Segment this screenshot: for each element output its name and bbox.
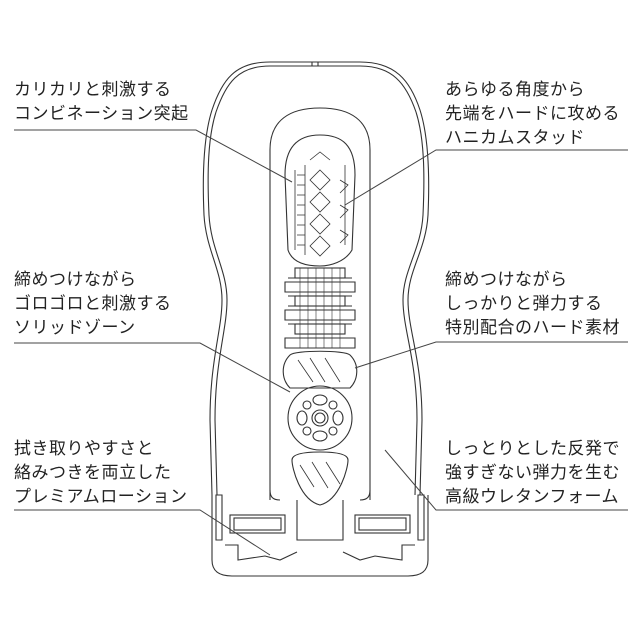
spiral-bulb-upper bbox=[282, 350, 358, 389]
label-line: しっかりと弾力する bbox=[445, 294, 603, 314]
label-line: 拭き取りやすさと bbox=[14, 439, 154, 459]
leader-mid-left bbox=[14, 342, 291, 393]
label-solid-zone: 締めつけながら ゴロゴロと刺激する ソリッドゾーン bbox=[14, 268, 172, 340]
honeycomb-stud-zone bbox=[284, 134, 356, 267]
label-urethane-foam: しっとりとした反発で 強すぎない弾力を生む 高級ウレタンフォーム bbox=[445, 437, 620, 509]
base-cap bbox=[211, 494, 429, 577]
label-line: カリカリと刺激する bbox=[14, 80, 172, 100]
leader-top-left bbox=[14, 129, 293, 183]
leader-bottom-left bbox=[14, 509, 271, 556]
urethane-foam-cavity bbox=[269, 107, 371, 541]
label-line: ハニカムスタッド bbox=[445, 128, 585, 148]
label-line: 強すぎない弾力を生む bbox=[445, 463, 620, 483]
label-hard-material: 締めつけながら しっかりと弾力する 特別配合のハード素材 bbox=[445, 268, 620, 340]
ribbed-solid-zone bbox=[284, 267, 356, 349]
leader-mid-right bbox=[354, 341, 628, 369]
label-line: 締めつけながら bbox=[14, 270, 137, 290]
label-line: 絡みつきを両立した bbox=[14, 463, 172, 483]
label-line: コンビネーション突起 bbox=[14, 104, 189, 124]
leader-top-right bbox=[344, 149, 628, 206]
label-premium-lotion: 拭き取りやすさと 絡みつきを両立した プレミアムローション bbox=[14, 437, 187, 509]
dimpled-sphere bbox=[287, 385, 353, 451]
label-line: ゴロゴロと刺激する bbox=[14, 294, 172, 314]
spiral-bulb-lower bbox=[291, 451, 349, 506]
label-line: 特別配合のハード素材 bbox=[445, 318, 620, 338]
label-line: 高級ウレタンフォーム bbox=[445, 487, 619, 507]
leader-lines bbox=[14, 129, 628, 556]
leader-bottom-right bbox=[384, 449, 628, 511]
label-line: 締めつけながら bbox=[445, 270, 568, 290]
outer-shell bbox=[202, 61, 430, 496]
label-line: あらゆる角度から bbox=[445, 80, 585, 100]
label-combination-protrusion: カリカリと刺激する コンビネーション突起 bbox=[14, 78, 189, 126]
label-line: 先端をハードに攻める bbox=[445, 104, 620, 124]
label-line: しっとりとした反発で bbox=[445, 439, 620, 459]
label-line: プレミアムローション bbox=[14, 487, 188, 507]
label-line: ソリッドゾーン bbox=[14, 318, 136, 338]
label-honeycomb-stud: あらゆる角度から 先端をハードに攻める ハニカムスタッド bbox=[445, 78, 620, 150]
